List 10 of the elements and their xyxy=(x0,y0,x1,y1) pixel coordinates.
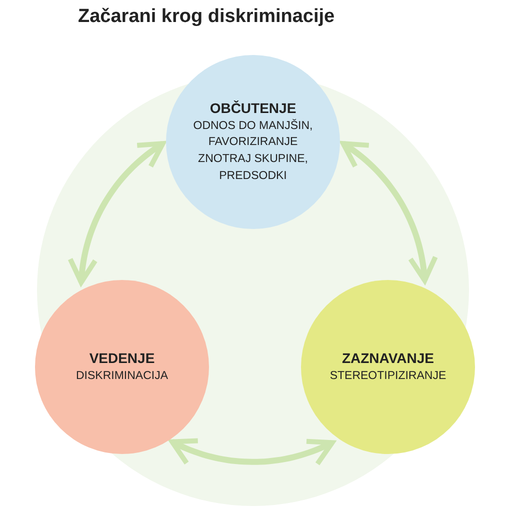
node-text: STEREOTIPIZIRANJE xyxy=(328,368,448,384)
double-arrow xyxy=(68,141,166,285)
node-heading: OBČUTENJE xyxy=(210,100,296,116)
node-text: DISKRIMINACIJA xyxy=(74,368,169,384)
node-text: ODNOS DO MANJŠIN, FAVORIZIRANJE ZNOTRAJ SKUPINE, PREDSODKI xyxy=(192,118,314,184)
double-arrow xyxy=(340,141,438,283)
node-heading: ZAZNAVANJE xyxy=(342,350,434,366)
title: Začarani krog diskriminacije xyxy=(78,6,335,28)
node-heading: VEDENJE xyxy=(89,350,155,366)
double-arrow xyxy=(170,438,335,466)
